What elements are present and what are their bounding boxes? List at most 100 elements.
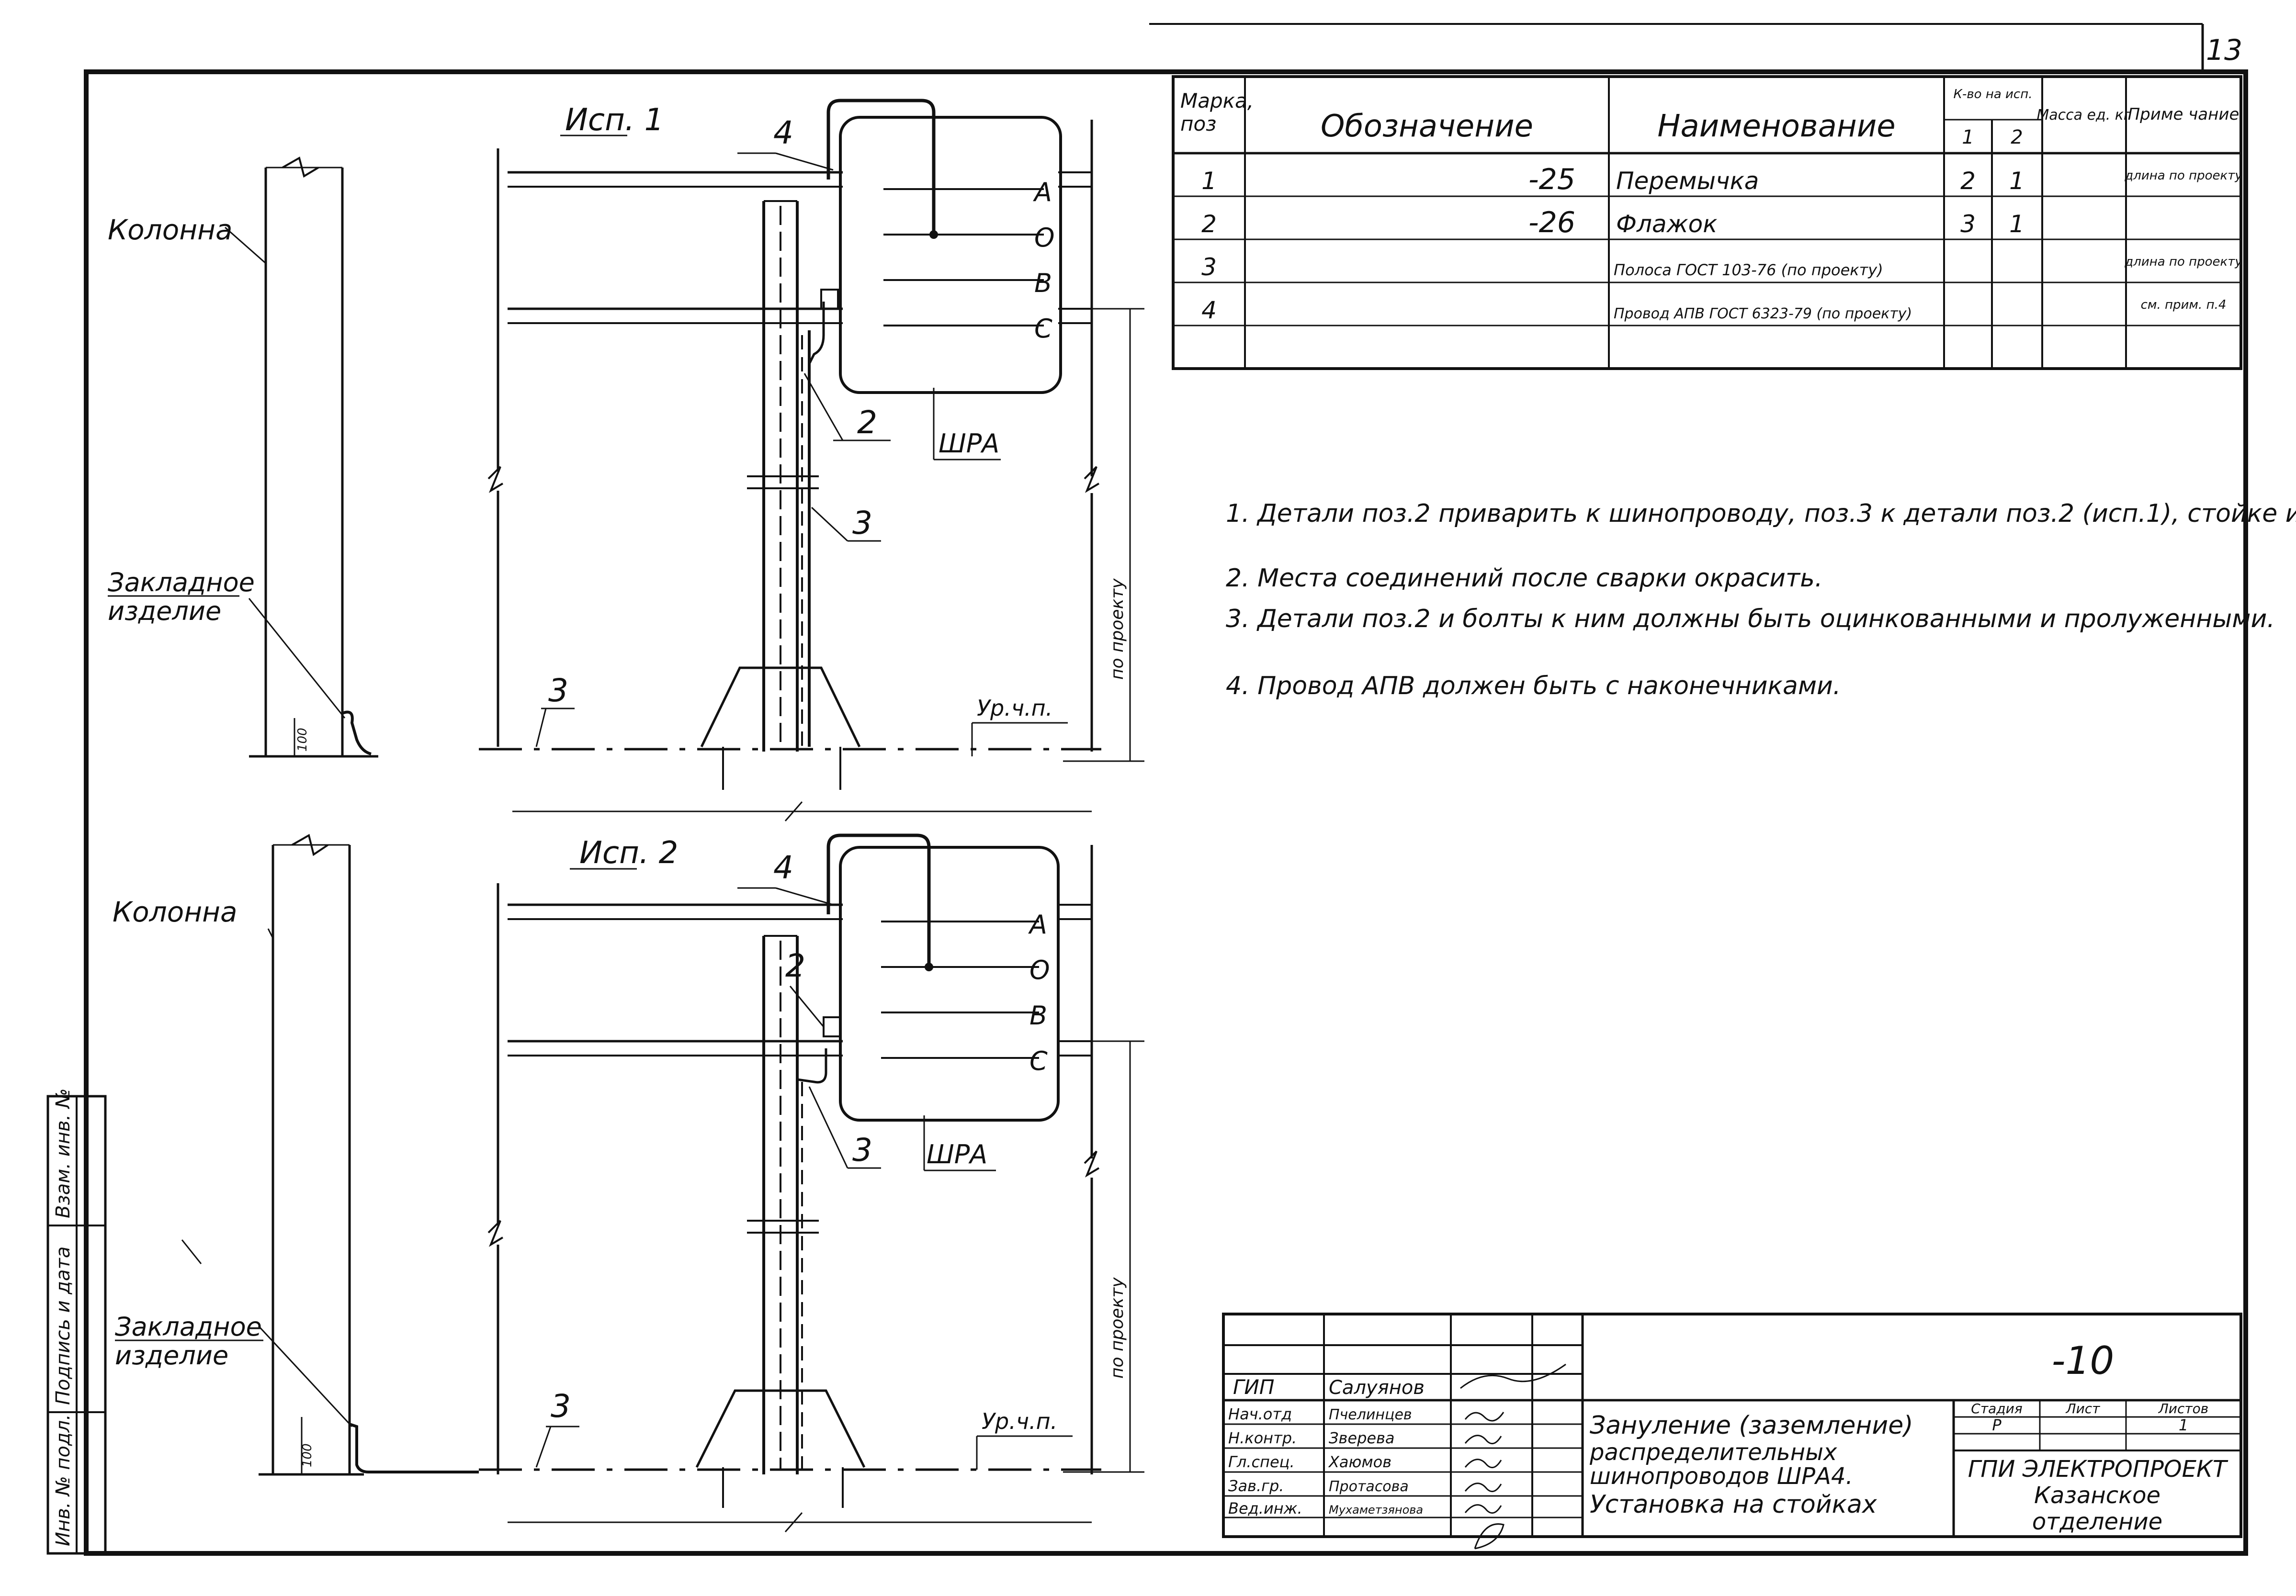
view-1-label: Исп. 1: [565, 102, 664, 138]
view-1: [479, 99, 1144, 821]
row-1-designation: -25: [1528, 163, 1575, 196]
title-line-1: Зануление (заземление): [1590, 1411, 1913, 1440]
row-2-pos: 2: [1201, 210, 1217, 238]
v2-pos-2: 2: [785, 947, 805, 984]
role-4: Гл.спец.: [1228, 1453, 1295, 1471]
embedded-label-1b: изделие: [108, 596, 221, 626]
v1-pos-2: 2: [857, 404, 877, 441]
role-2: Нач.отд: [1228, 1405, 1292, 1423]
column-view-2: [181, 833, 479, 1476]
v1-phase-b: В: [1034, 268, 1052, 298]
side-stamp: [46, 1095, 107, 1555]
doc-code: -10: [2052, 1338, 2115, 1383]
sheet-number: 13: [2206, 34, 2242, 67]
org-line-2: Казанское: [2034, 1482, 2160, 1509]
v2-busbar: ШРА: [927, 1139, 987, 1169]
v1-pos-3b: 3: [548, 672, 568, 709]
notes-block: 1. Детали поз.2 приварить к шинопроводу,…: [1226, 499, 2296, 700]
role-3: Н.контр.: [1228, 1429, 1297, 1447]
v2-pos-4: 4: [773, 849, 793, 886]
note-4: 4. Провод АПВ должен быть с наконечникам…: [1226, 672, 1841, 700]
v1-phase-o: О: [1034, 223, 1055, 253]
v1-busbar: ШРА: [939, 428, 999, 459]
row-2-q2: 1: [2009, 210, 2025, 238]
row-2-name: Флажок: [1616, 210, 1717, 238]
row-1-note: длина по проекту: [2124, 169, 2242, 183]
v2-floor-level: Ур.ч.п.: [982, 1408, 1057, 1434]
view-2-label: Исп. 2: [579, 835, 678, 871]
dim-100-1: 100: [295, 728, 310, 752]
sheet-frame: [84, 23, 2248, 1556]
sheets-value: 1: [2179, 1416, 2188, 1434]
th-qty-1: 1: [1962, 126, 1974, 148]
title-line-3: шинопроводов ШРА4.: [1590, 1463, 1853, 1490]
name-5: Протасова: [1329, 1478, 1409, 1495]
name-4: Хаюмов: [1328, 1453, 1391, 1471]
v1-per-project: по проекту: [1108, 578, 1127, 680]
th-qty-2: 2: [2011, 126, 2023, 148]
note-3: 3. Детали поз.2 и болты к ним должны быт…: [1226, 605, 2275, 633]
embedded-label-1a: Закладное: [108, 567, 255, 597]
row-2-designation: -26: [1528, 206, 1575, 239]
embedded-label-2a: Закладное: [115, 1312, 262, 1342]
th-mass: Масса ед. кг: [2036, 107, 2131, 124]
stamp-sign-date: Подпись и дата: [52, 1247, 74, 1405]
title-line-2: распределительных: [1589, 1439, 1837, 1466]
th-mark: Марка,поз: [1180, 89, 1254, 135]
column-label-1: Колонна: [108, 214, 233, 246]
row-4-pos: 4: [1201, 296, 1217, 324]
v1-floor-level: Ур.ч.п.: [977, 695, 1052, 721]
v2-phase-c: С: [1029, 1046, 1048, 1076]
column-view-1: [225, 156, 378, 758]
row-3-note: длина по проекту: [2124, 255, 2242, 269]
v2-phase-b: В: [1029, 1000, 1047, 1031]
role-1: ГИП: [1233, 1375, 1274, 1399]
view-2: [479, 833, 1144, 1532]
name-2: Пчелинцев: [1329, 1406, 1412, 1423]
th-name: Наименование: [1657, 109, 1895, 144]
stamp-replace-inv: Взам. инв. №: [52, 1088, 74, 1218]
embedded-label-2b: изделие: [115, 1340, 228, 1371]
th-designation: Обозначение: [1321, 109, 1533, 144]
note-1: 1. Детали поз.2 приварить к шинопроводу,…: [1226, 499, 2296, 528]
row-3-name: Полоса ГОСТ 103-76 (по проекту): [1614, 261, 1883, 279]
title-line-4: Установка на стойках: [1590, 1490, 1878, 1519]
row-1-q2: 1: [2009, 167, 2025, 195]
stamp-inv-no: Инв. № подл.: [52, 1414, 74, 1546]
v2-pos-3a: 3: [852, 1132, 872, 1169]
v2-per-project: по проекту: [1108, 1277, 1127, 1379]
name-1: Салуянов: [1329, 1377, 1425, 1399]
v1-phase-a: А: [1033, 177, 1052, 207]
v1-phase-c: С: [1034, 314, 1052, 344]
row-3-pos: 3: [1201, 253, 1217, 281]
title-block: [1222, 1313, 2242, 1550]
org-line-1: ГПИ ЭЛЕКТРОПРОЕКТ: [1968, 1456, 2228, 1483]
sheet-label: Лист: [2066, 1401, 2101, 1416]
org-line-3: отделение: [2032, 1508, 2162, 1535]
row-4-name: Провод АПВ ГОСТ 6323-79 (по проекту): [1614, 305, 1912, 322]
row-1-q1: 2: [1960, 167, 1976, 195]
th-qty: К-во на исп.: [1954, 87, 2033, 101]
name-6: Мухаметзянова: [1329, 1503, 1423, 1517]
row-1-name: Перемычка: [1616, 167, 1759, 195]
row-4-note: см. прим. п.4: [2141, 298, 2227, 312]
stage-value: Р: [1992, 1416, 2002, 1434]
v2-pos-3b: 3: [551, 1388, 571, 1425]
v2-phase-a: А: [1028, 910, 1047, 940]
dim-100-2: 100: [300, 1443, 315, 1467]
v2-phase-o: О: [1029, 955, 1050, 985]
note-2: 2. Места соединений после сварки окрасит…: [1226, 564, 1822, 593]
stage-label: Стадия: [1971, 1401, 2022, 1416]
v1-pos-3a: 3: [852, 505, 872, 541]
row-2-q1: 3: [1960, 210, 1976, 238]
role-5: Зав.гр.: [1228, 1477, 1284, 1495]
spec-table: [1172, 75, 2242, 370]
role-6: Вед.инж.: [1228, 1499, 1302, 1517]
v1-pos-4: 4: [773, 114, 793, 151]
sheets-label: Листов: [2158, 1401, 2209, 1416]
column-label-2: Колонна: [113, 896, 238, 928]
row-1-pos: 1: [1201, 167, 1217, 195]
name-3: Зверева: [1329, 1429, 1395, 1447]
th-note: Приме чание: [2128, 105, 2239, 124]
